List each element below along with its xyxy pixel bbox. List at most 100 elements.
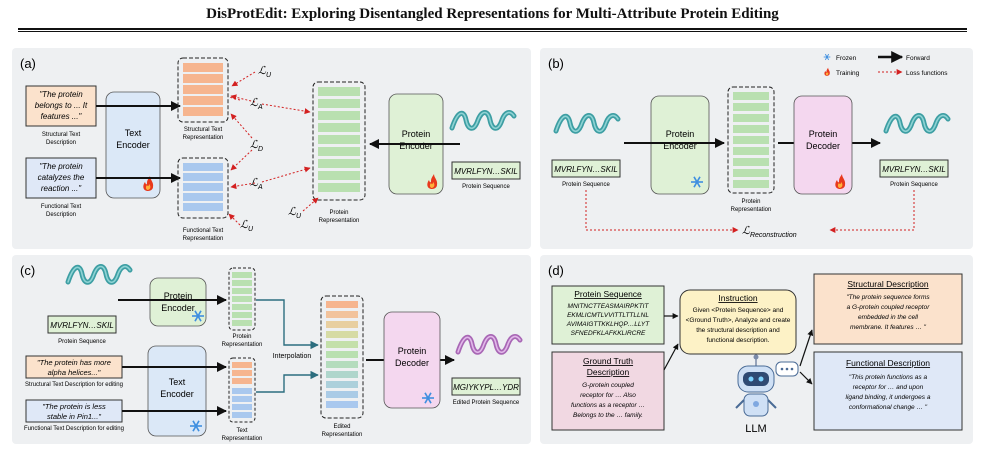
structural-description-line-4: membrane. It features … ": [850, 324, 927, 331]
sequence-b-in-caption: Protein Sequence: [562, 182, 610, 188]
functional-description-line-2: receptor for … and upon: [853, 384, 924, 391]
protein-repr-b-caption-2: Representation: [731, 207, 772, 213]
text-repr-bars-c: [232, 362, 252, 418]
sequence-a-caption: Protein Sequence: [462, 184, 510, 190]
functional-edit-line-2: stable in Pin1...": [47, 412, 101, 421]
legend-loss: Loss functions: [906, 70, 948, 77]
protein-repr-bars-c: [232, 272, 252, 326]
structural-repr-caption-1: Structural Text: [184, 127, 223, 133]
sequence-b-in: MVRLFYN…SKIL: [554, 165, 618, 174]
structural-edit-line-1: "The protein has more: [37, 358, 111, 367]
ground-truth-line-1: G-protein coupled: [582, 382, 634, 389]
title-rule-thin: [18, 31, 967, 32]
protein-repr-c-caption-1: Protein: [232, 334, 251, 340]
recon-loss-arrow-right: [829, 190, 915, 233]
edited-repr-caption-1: Edited: [333, 424, 350, 430]
ground-truth-line-3: functions as a receptor …: [571, 402, 645, 409]
protein-encoder-c-line-1: Protein: [164, 291, 193, 301]
text-repr-frame-c: [228, 357, 256, 423]
functional-edit-line-1: "The protein is less: [42, 402, 106, 411]
functional-repr-frame: [177, 157, 229, 219]
functional-description-title: Functional Description: [846, 358, 930, 368]
panel-a-label: (a): [20, 56, 36, 71]
protein-encoder-c: [149, 277, 207, 327]
protein-sequence-line-1: MNITNCTTEASMAIRPKTIT: [568, 303, 650, 310]
protein-decoder-b-line-2: Decoder: [806, 141, 840, 151]
sequence-box-b-in: [551, 159, 621, 178]
text-encoder-a-line-1: Text: [125, 128, 142, 138]
sequence-box-c: [47, 315, 117, 334]
loss-arrows-a: [228, 71, 319, 226]
loss-u-bottom: ℒU: [240, 219, 254, 233]
text-encoder-a: [105, 91, 161, 199]
legend-forward: Forward: [906, 55, 930, 62]
instruction-line-3: the structural description and: [696, 327, 780, 334]
protein-repr-a-caption-2: Representation: [319, 218, 360, 224]
protein-encoder-b: [650, 95, 710, 195]
functional-text-caption-1: Functional Text: [41, 204, 82, 210]
structural-text-caption-1: Structural Text: [42, 132, 81, 138]
legend-frozen: Frozen: [836, 55, 857, 62]
protein-sequence-line-3: AVIMAIGTTKKLHQP…LLYT: [566, 321, 651, 328]
loss-a-bottom: ℒA: [250, 177, 263, 191]
protein-encoder-a-line-2: Encoder: [399, 141, 433, 151]
ground-truth-line-2: receptor for … Also: [580, 392, 636, 399]
structural-edit-caption: Structural Text Description for editing: [25, 382, 123, 388]
panel-a-bg: [12, 48, 531, 249]
chat-bubble-icon: [775, 361, 799, 377]
structural-description-line-3: embedded in the cell: [858, 314, 919, 321]
protein-repr-b-caption-1: Protein: [741, 199, 760, 205]
text-repr-c-caption-2: Representation: [222, 436, 263, 442]
structural-description-card: [813, 273, 963, 345]
structural-repr-bars: [183, 63, 223, 116]
panel-b-label: (b): [548, 56, 564, 71]
edited-repr-bars: [326, 301, 358, 408]
structural-text-line-1: "The protein: [39, 90, 83, 99]
functional-repr-caption-1: Functional Text: [183, 228, 224, 234]
loss-u-top: ℒU: [258, 65, 272, 79]
edited-sequence: MGIYKYPL…YDR: [453, 383, 519, 392]
figure-title: DisProtEdit: Exploring Disentangled Repr…: [206, 6, 779, 22]
protein-encoder-b-line-1: Protein: [666, 129, 695, 139]
structural-text-line-2: belongs to ... It: [35, 101, 88, 110]
functional-edit-caption: Functional Text Description for editing: [24, 426, 124, 432]
robot-icon: [735, 354, 777, 417]
structural-edit-line-2: alpha helices...": [48, 368, 101, 377]
functional-text-box: [25, 157, 97, 199]
recon-loss-arrow-left: [585, 190, 739, 233]
structural-text-box: [25, 85, 97, 127]
arrow-llm-to-functional: [799, 371, 813, 385]
protein-sequence-line-4: SFNEDFKLAFKKLIRCRE: [571, 330, 646, 337]
sequence-b-out: MVRLFYN…SKIL: [882, 165, 946, 174]
instruction-line-1: Given <Protein Sequence> and: [693, 307, 784, 314]
interpolation-label: Interpolation: [273, 353, 312, 360]
sequence-box-b-out: [879, 159, 949, 178]
sequence-box-a: [451, 161, 521, 180]
protein-repr-a-caption-1: Protein: [329, 210, 348, 216]
protein-repr-bars-b: [733, 92, 769, 188]
protein-repr-frame-b: [727, 86, 775, 194]
text-encoder-c-line-1: Text: [169, 377, 186, 387]
panel-c-label: (c): [20, 263, 35, 278]
edited-repr-caption-2: Representation: [322, 432, 363, 438]
protein-repr-frame-c: [228, 267, 256, 331]
structural-description-title: Structural Description: [847, 279, 929, 289]
functional-description-card: [813, 351, 963, 431]
instruction-card: [679, 289, 797, 355]
edited-sequence-box: [451, 377, 521, 396]
loss-d: ℒD: [250, 139, 263, 153]
functional-description-line-3: ligand binding, it undergoes a: [846, 394, 931, 401]
protein-sequence-line-2: EKMLICMTLVVITTLTTLLNL: [567, 312, 649, 319]
instruction-title: Instruction: [718, 293, 757, 303]
sequence-c-caption: Protein Sequence: [58, 339, 106, 345]
loss-reconstruction: ℒReconstruction: [742, 225, 797, 239]
functional-text-caption-2: Description: [46, 212, 76, 218]
structural-description-line-1: "The protein sequence forms: [846, 294, 930, 301]
text-encoder-c-line-2: Encoder: [160, 389, 194, 399]
legend-training: Training: [836, 70, 860, 77]
functional-repr-bars: [183, 163, 223, 211]
sequence-a: MVRLFYN…SKIL: [454, 167, 518, 176]
protein-encoder-a-line-1: Protein: [402, 129, 431, 139]
structural-description-line-2: a G-protein coupled receptor: [847, 304, 931, 311]
